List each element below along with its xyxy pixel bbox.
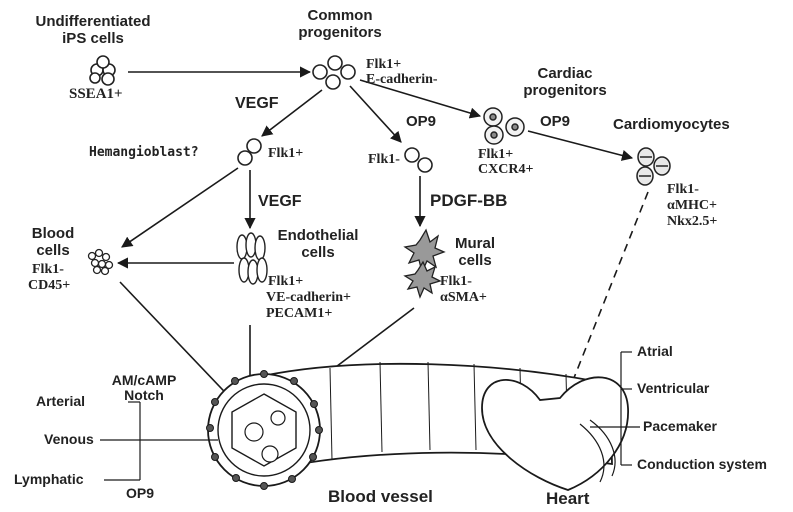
ips-marker: SSEA1+: [69, 86, 123, 103]
endothelial-marker-pecam1: PECAM1+: [266, 306, 332, 321]
flk1-negative-marker: Flk1-: [368, 152, 400, 167]
flk1-negative-cells: [405, 148, 432, 172]
blood-cell-cluster: [89, 250, 113, 275]
heart-label: Heart: [546, 490, 589, 509]
common-progenitor-cells: [313, 56, 355, 89]
ips-title-line2: iPS cells: [18, 31, 168, 48]
mural-cells: [405, 230, 444, 297]
cardiomyocytes-marker-amhc: αMHC+: [667, 198, 717, 213]
cardiomyocyte-cells: [637, 148, 670, 185]
op9-factor-left: OP9: [406, 114, 436, 131]
vessel-type-venous: Venous: [44, 432, 94, 447]
mural-title-line2: cells: [440, 253, 510, 270]
mural-title: Mural cells: [440, 236, 510, 269]
notch-factor: Notch: [104, 388, 184, 403]
cardiomyocytes-marker-nkx25: Nkx2.5+: [667, 214, 717, 229]
cardiac-title-line2: progenitors: [500, 83, 630, 100]
blood-marker-flk1: Flk1-: [32, 262, 64, 277]
endothelial-title: Endothelial cells: [268, 228, 368, 261]
hemangioblast-marker: Flk1+: [268, 146, 303, 161]
endothelial-marker-flk1: Flk1+: [268, 274, 303, 289]
common-marker-ecadherin: E-cadherin-: [366, 72, 438, 87]
blood-marker-cd45: CD45+: [28, 278, 70, 293]
cardiac-title-line1: Cardiac: [500, 66, 630, 83]
am-camp-notch-factors: AM/cAMP Notch: [104, 373, 184, 404]
ips-title: Undifferentiated iPS cells: [18, 14, 168, 47]
endothelial-marker-vecadherin: VE-cadherin+: [266, 290, 351, 305]
op9-factor-bottom: OP9: [126, 486, 154, 501]
blood-vessel-label: Blood vessel: [328, 488, 433, 507]
hemangioblast-title: Hemangioblast?: [89, 146, 199, 160]
vegf-factor-mid: VEGF: [258, 193, 302, 211]
cardiac-progenitor-cells: [484, 108, 524, 144]
op9-factor-right: OP9: [540, 114, 570, 131]
am-camp-factor: AM/cAMP: [104, 373, 184, 388]
cardiac-marker-cxcr4: CXCR4+: [478, 162, 533, 177]
common-title: Common progenitors: [270, 8, 410, 41]
cardiac-title: Cardiac progenitors: [500, 66, 630, 99]
heart-type-conduction: Conduction system: [637, 457, 767, 472]
common-title-line1: Common: [270, 8, 410, 25]
cardiac-marker-flk1: Flk1+: [478, 147, 513, 162]
cardiomyocytes-title: Cardiomyocytes: [613, 117, 730, 134]
mural-title-line1: Mural: [440, 236, 510, 253]
heart-type-pacemaker: Pacemaker: [643, 419, 717, 434]
heart-type-ventricular: Ventricular: [637, 381, 709, 396]
heart-type-atrial: Atrial: [637, 344, 673, 359]
cardiomyocytes-marker-flk1: Flk1-: [667, 182, 699, 197]
vegf-factor-top: VEGF: [235, 95, 279, 113]
ips-cell-cluster: [90, 56, 115, 85]
endothelial-title-line2: cells: [268, 245, 368, 262]
hemangioblast-cells: [238, 139, 261, 165]
common-marker-flk1: Flk1+: [366, 57, 401, 72]
endothelial-title-line1: Endothelial: [268, 228, 368, 245]
ips-title-line1: Undifferentiated: [18, 14, 168, 31]
vessel-type-bracket: [100, 402, 218, 480]
vessel-type-arterial: Arterial: [36, 394, 85, 409]
blood-title-line1: Blood: [18, 226, 88, 243]
common-title-line2: progenitors: [270, 25, 410, 42]
endothelial-cells: [237, 233, 267, 284]
mural-marker-flk1: Flk1-: [440, 274, 472, 289]
mural-marker-asma: αSMA+: [440, 290, 487, 305]
vessel-type-lymphatic: Lymphatic: [14, 472, 84, 487]
blood-title: Blood cells: [18, 226, 88, 259]
blood-title-line2: cells: [18, 243, 88, 260]
pdgf-factor: PDGF-BB: [430, 192, 507, 211]
